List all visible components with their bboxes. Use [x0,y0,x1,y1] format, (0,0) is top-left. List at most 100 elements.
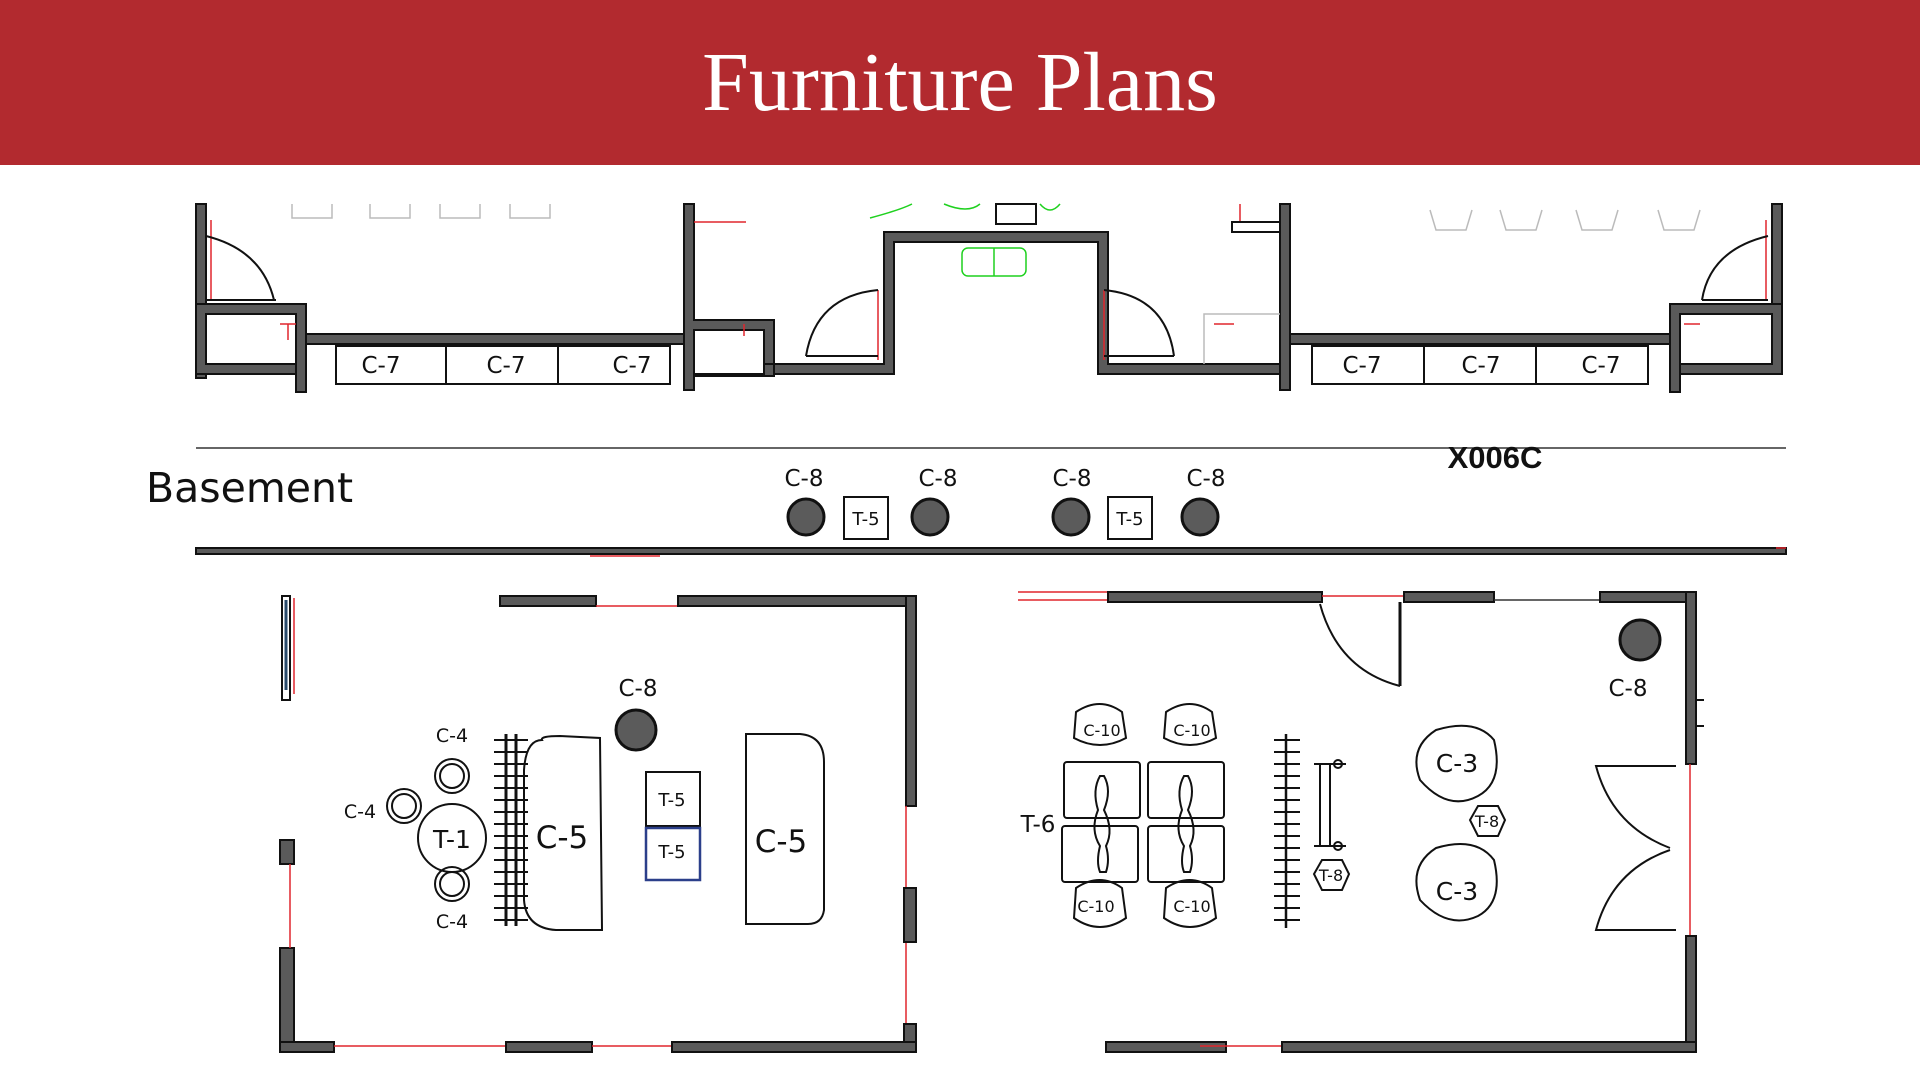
rack [1333,841,1343,851]
wall-segment [1685,591,1697,765]
chair-c4 [439,871,465,897]
chair-c4 [439,763,465,789]
wall-segment [671,1041,917,1053]
furniture-label-t8: T-8 [1474,812,1499,831]
furniture-label-c7: C-7 [1343,353,1382,379]
wall-segment [1281,1041,1697,1053]
furniture-label-t1: T-1 [432,825,471,854]
corridor-wall [195,547,1787,555]
furniture-label-c4: C-4 [436,911,468,933]
furniture-label-c10: C-10 [1173,897,1210,916]
wall-segment [677,595,917,607]
furniture-label-c10: C-10 [1083,721,1120,740]
furniture-label-c3: C-3 [1436,877,1478,906]
wall-segment [279,839,295,865]
left-room: C-8 T-1 C-4 C-4 C-4 C-5 C-5 T-5 T-5 [279,595,917,1053]
furniture-label-c7: C-7 [487,353,526,379]
rack [1314,763,1346,847]
chair-c4 [434,866,470,902]
page-title: Furniture Plans [702,36,1218,129]
table-t5 [1107,496,1153,540]
side-table-t8 [1468,805,1507,837]
table-t5 [843,496,889,540]
furniture-label-c3: C-3 [1436,749,1478,778]
chair-c10 [1072,703,1128,746]
wall-segment [1771,203,1783,305]
chair-c4 [386,788,422,824]
furniture-label-t5: T-5 [1115,509,1143,530]
table-t6 [1147,825,1225,883]
furniture-label-c8: C-8 [1187,466,1226,492]
furniture-label-c8: C-8 [919,466,958,492]
lounge-c3 [1415,843,1498,922]
door-swing [1319,603,1401,687]
wall-segment [773,231,1291,375]
corridor: X006C C-8 C-8 C-8 C-8 T-5 T-5 [195,440,1787,557]
furniture-label-c8: C-8 [1053,466,1092,492]
faint-chair [509,204,551,219]
table-t6 [1063,761,1141,819]
furniture-label-t8: T-8 [1318,866,1343,885]
rack [1333,759,1343,769]
wall-segment [305,333,687,345]
wall-segment [1105,1041,1227,1053]
furniture-label-c7: C-7 [1462,353,1501,379]
rack [1319,763,1331,847]
wall-segment [1107,591,1323,603]
furniture-label-c10: C-10 [1077,897,1114,916]
wall-segment [195,203,207,379]
faint-chair [1575,209,1619,231]
level-label: Basement [146,464,354,512]
faint-chair [1429,209,1473,231]
fixture [943,203,981,210]
table-t6-fixture [1093,775,1111,873]
faint-chair [1657,209,1701,231]
counter-c7 [557,345,671,385]
wall-segment [279,1041,335,1053]
wall-segment [499,595,597,607]
sofa-c5 [745,733,825,925]
wall-segment [683,203,775,391]
wall-segment [1669,303,1783,393]
wall-segment [903,887,917,943]
faint-chair [291,204,333,219]
door-swing [805,289,879,357]
wall-segment [279,947,295,1053]
door-swing [1701,235,1769,301]
chair-c4 [391,793,417,819]
table-t6 [1061,825,1139,883]
side-table-t8 [1312,859,1351,891]
door-swing [1103,289,1175,357]
furniture-label-c5: C-5 [755,824,808,860]
rack [1274,734,1300,928]
furniture-label-t5: T-5 [657,790,685,811]
stool-c8 [614,708,658,752]
furniture-label-c4: C-4 [436,725,468,747]
counter-c7 [1535,345,1649,385]
furniture-label-c5: C-5 [536,820,589,856]
faint-chair [439,204,481,219]
stool-c8 [1051,497,1091,537]
wall-segment [1403,591,1495,603]
table-t6-fixture [1177,775,1195,873]
furniture-label-c4: C-4 [344,801,376,823]
furniture-label-t6: T-6 [1020,812,1056,838]
bench-rail [494,734,528,926]
wall-segment [1279,203,1291,391]
room-label: X006C [1448,440,1543,475]
lounge-c3 [1415,724,1498,803]
wall-segment [195,303,307,393]
faint-chair [369,204,411,219]
chair-c4 [434,758,470,794]
stool-c8 [1618,618,1662,662]
furniture-label-c7: C-7 [1582,353,1621,379]
furniture-label-c10: C-10 [1173,721,1210,740]
fixture [869,203,913,219]
faint-outline [1203,313,1280,364]
furniture-label-t5: T-5 [851,509,879,530]
furniture-label-c8: C-8 [785,466,824,492]
fixture [1231,221,1281,233]
door-swing [205,235,275,301]
furniture-label-t5: T-5 [657,842,685,863]
